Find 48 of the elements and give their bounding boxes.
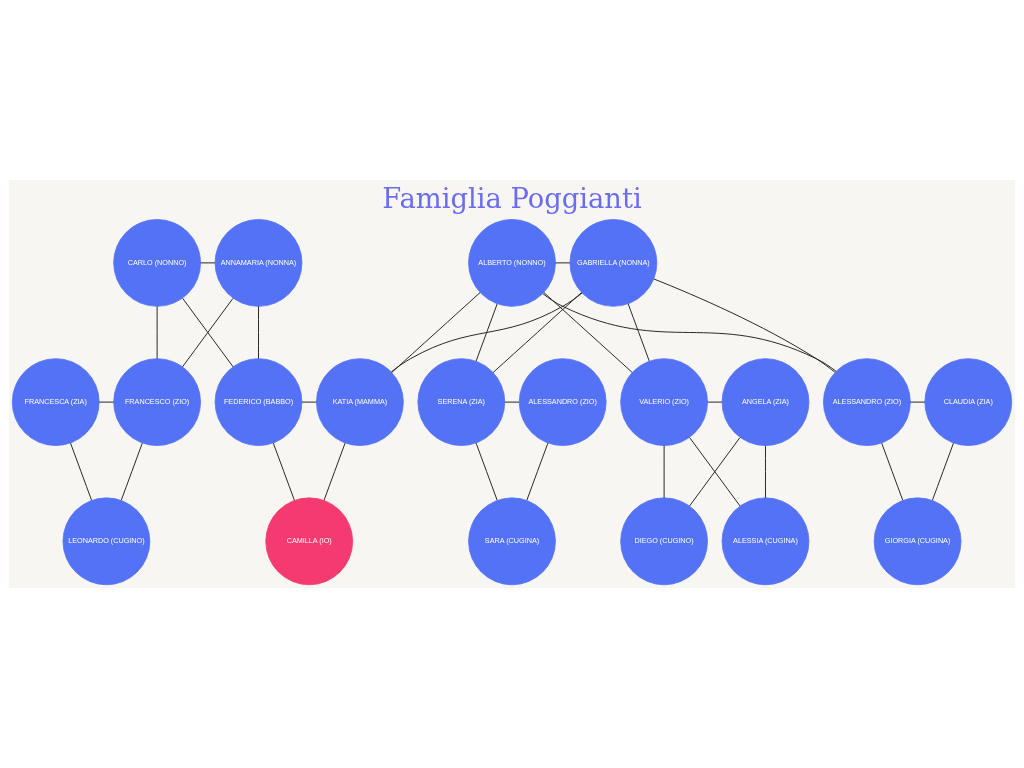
connector (707, 401, 723, 403)
node-circle: SARA (CUGINA) (468, 497, 556, 586)
connector (391, 292, 481, 373)
node-circle: ALESSANDRO (ZIO) (823, 358, 911, 446)
connector (120, 442, 143, 501)
node-circle: LEONARDO (CUGINO) (62, 497, 151, 586)
node-circle: ANGELA (ZIA) (721, 358, 810, 446)
connector (765, 445, 766, 499)
connector (504, 401, 520, 403)
node-circle: ALBERTO (NONNO) (468, 219, 556, 307)
node-circle: GABRIELLA (NONNA) (569, 219, 658, 307)
connector (881, 442, 904, 501)
node-circle: SERENA (ZIA) (417, 358, 506, 446)
connector (301, 401, 317, 403)
node-circle: VALERIO (ZIO) (620, 358, 708, 446)
connector (663, 445, 665, 499)
node-circle: FEDERICO (BABBO) (214, 358, 303, 446)
connector (156, 306, 158, 360)
node-circle: ANNAMARIA (NONNA) (214, 219, 303, 307)
connector (542, 293, 837, 372)
node-circle: FRANCESCA (ZIA) (11, 358, 100, 446)
connector (627, 303, 650, 362)
connector (555, 262, 571, 264)
connector (475, 303, 498, 362)
connector (492, 292, 582, 373)
connector (689, 437, 741, 507)
node-circle: KATIA (MAMMA) (316, 358, 404, 446)
connector (323, 442, 346, 501)
connector (526, 442, 549, 501)
node-circle: FRANCESCO (ZIO) (113, 358, 201, 446)
node-circle: CARLO (NONNO) (113, 219, 201, 307)
node-circle: CLAUDIA (ZIA) (924, 358, 1013, 446)
node-circle: GIORGIA (CUGINA) (873, 497, 962, 586)
node-circle: ALESSANDRO (ZIO) (518, 358, 607, 446)
node-circle: DIEGO (CUGINO) (620, 497, 708, 586)
diagram-title: Famiglia Poggianti (382, 183, 642, 215)
connector (70, 442, 93, 501)
node-circle: ALESSIA (CUGINA) (721, 497, 810, 586)
node-circle: CAMILLA (IO) (265, 497, 354, 586)
connector (543, 292, 633, 373)
connector (258, 306, 259, 360)
connector (200, 262, 216, 264)
connector (272, 442, 295, 501)
connector (390, 292, 583, 373)
connector (182, 297, 234, 368)
connector (931, 442, 954, 501)
connector (653, 278, 836, 373)
connector (475, 442, 498, 501)
